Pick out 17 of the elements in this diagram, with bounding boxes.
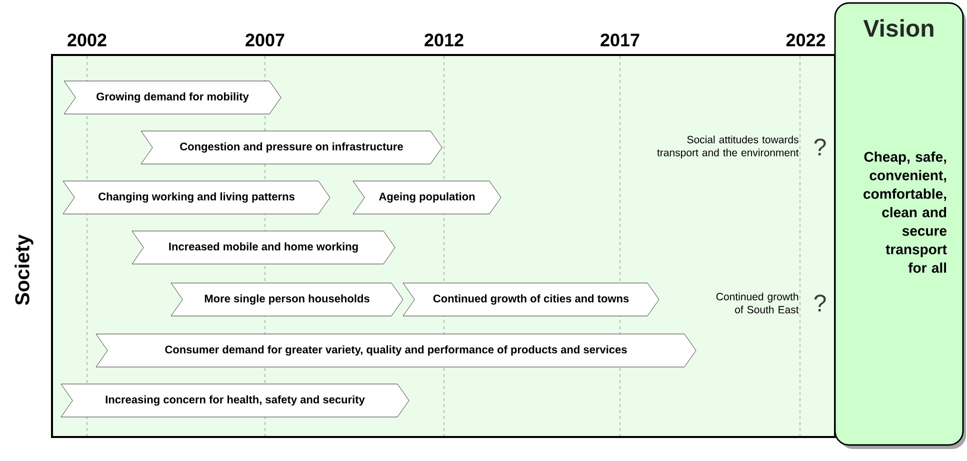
chevron-box: More single person households	[170, 282, 404, 316]
note-text: Social attitudes towards transport and the environment	[657, 136, 799, 158]
chevron-box: Changing working and living patterns	[62, 180, 330, 214]
year-label: 2007	[246, 34, 284, 46]
note-text: Continued growth of South East	[716, 292, 799, 314]
row-label: Society	[14, 234, 34, 305]
chevron-box: Congestion and pressure on infrastructure	[140, 130, 442, 164]
year-label: 2017	[600, 34, 640, 46]
chevron-box: Continued growth of cities and towns	[402, 282, 660, 316]
chevron-box: Increasing concern for health, safety and security	[60, 384, 410, 418]
vision-box: Vision Cheap, safe, convenient, comfortable, clean and secure transport for all	[834, 2, 966, 449]
year-label: 2012	[424, 34, 464, 46]
year-label: 2002	[68, 34, 106, 46]
chevron-box: Increased mobile and home working	[132, 230, 396, 264]
chevron-box: Growing demand for mobility	[64, 80, 282, 114]
chevron-box: Consumer demand for greater variety, quality and performance of products and services	[96, 334, 696, 368]
chevron-box: Ageing population	[352, 180, 502, 214]
